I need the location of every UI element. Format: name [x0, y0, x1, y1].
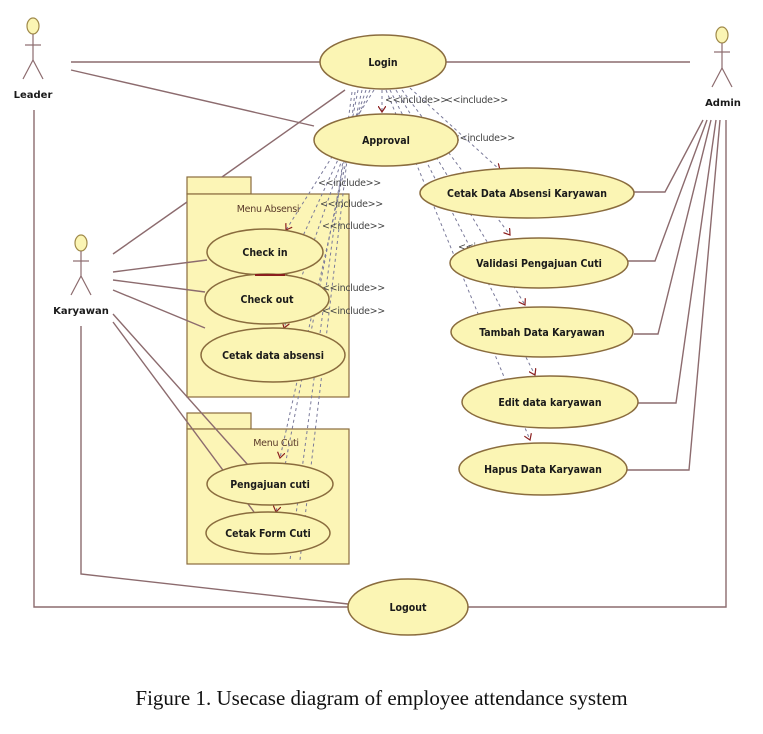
usecase-cetak-data-absensi-karyawan[interactable]: Cetak Data Absensi Karyawan: [419, 167, 635, 219]
actor-label: Admin: [705, 98, 741, 109]
assoc-login-package: [221, 89, 346, 178]
actor-leader[interactable]: Leader: [14, 17, 53, 101]
usecase-label: Cetak data absensi: [222, 350, 324, 362]
assoc-karyawan-checkout: [112, 279, 206, 293]
usecase-label: Validasi Pengajuan Cuti: [476, 258, 602, 270]
usecase-label: Edit data karyawan: [498, 397, 601, 409]
actor-leg-icon: [721, 67, 733, 88]
assoc-karyawan-package: [112, 201, 188, 255]
usecase-login[interactable]: Login: [319, 34, 447, 90]
package-tab: [186, 176, 252, 195]
actor-leg-icon: [80, 275, 92, 296]
assoc-admin-hapus: [626, 119, 721, 471]
usecase-edit-data-karyawan[interactable]: Edit data karyawan: [461, 375, 639, 429]
include-label: <<include>>: [322, 221, 385, 232]
usecase-check-in[interactable]: Check in: [206, 228, 324, 276]
usecase-approval[interactable]: Approval: [313, 113, 459, 167]
assoc-karyawan-pengajuan: [112, 313, 249, 466]
include-line-extra: [289, 91, 353, 561]
usecase-validasi-pengajuan-cuti[interactable]: Validasi Pengajuan Cuti: [449, 237, 629, 289]
actor-head-icon: [26, 17, 40, 35]
assoc-admin-validasi: [628, 119, 708, 262]
usecase-label: Hapus Data Karyawan: [484, 464, 602, 476]
actor-leg-icon: [70, 275, 82, 296]
include-label: <<include>>: [452, 133, 515, 144]
include-label: <<include>>: [445, 95, 508, 106]
package-label: Menu Absensi: [237, 204, 299, 215]
usecase-pengajuan-cuti[interactable]: Pengajuan cuti: [206, 462, 334, 506]
assoc-leader-approval: [70, 69, 315, 127]
usecase-tambah-data-karyawan[interactable]: Tambah Data Karyawan: [450, 306, 634, 358]
actor-leg-icon: [32, 59, 44, 80]
actor-leg-icon: [22, 59, 34, 80]
actor-karyawan[interactable]: Karyawan: [53, 234, 109, 317]
assoc-karyawan-logout: [80, 326, 349, 605]
assoc-karyawan-checkin: [112, 259, 208, 273]
assoc-admin-cetak: [634, 119, 704, 193]
include-login-cetak: [409, 87, 500, 170]
usecase-logout[interactable]: Logout: [347, 578, 469, 636]
usecase-label: Cetak Data Absensi Karyawan: [447, 188, 607, 200]
usecase-label: Cetak Form Cuti: [225, 528, 311, 540]
include-label: <<include>>: [322, 283, 385, 294]
usecase-label: Tambah Data Karyawan: [479, 327, 605, 339]
figure-caption: Figure 1. Usecase diagram of employee at…: [135, 686, 628, 710]
package-label: Menu Cuti: [253, 438, 298, 449]
assoc-karyawan-cetak-absensi: [112, 289, 206, 329]
usecase-label: Logout: [389, 602, 426, 614]
usecase-label: Pengajuan cuti: [230, 479, 310, 491]
include-label: <<include>>: [318, 178, 381, 189]
association-lines: [33, 61, 727, 608]
include-label: <<include>>: [385, 95, 448, 106]
usecase-cetak-data-absensi[interactable]: Cetak data absensi: [200, 327, 346, 383]
actor-label: Karyawan: [53, 306, 109, 317]
usecase-label: Check in: [242, 247, 287, 259]
package-tab: [186, 412, 252, 430]
usecase-check-out[interactable]: Check out: [204, 273, 330, 325]
assoc-admin-logout: [468, 120, 727, 608]
usecase-label: Check out: [241, 294, 294, 306]
usecase-label: Approval: [362, 135, 410, 147]
include-label: <<include>>: [322, 306, 385, 317]
usecase-hapus-data-karyawan[interactable]: Hapus Data Karyawan: [458, 442, 628, 496]
assoc-admin-edit: [638, 119, 717, 404]
include-label: <<include>>: [320, 199, 383, 210]
assoc-leader-logout: [33, 110, 348, 608]
actor-head-icon: [715, 26, 729, 44]
usecase-cetak-form-cuti[interactable]: Cetak Form Cuti: [205, 511, 331, 555]
assoc-admin-tambah: [634, 119, 712, 335]
actor-admin[interactable]: Admin: [705, 26, 741, 109]
usecase-label: Login: [368, 57, 397, 69]
actor-leg-icon: [711, 67, 723, 88]
actor-head-icon: [74, 234, 88, 252]
actor-label: Leader: [14, 90, 53, 101]
